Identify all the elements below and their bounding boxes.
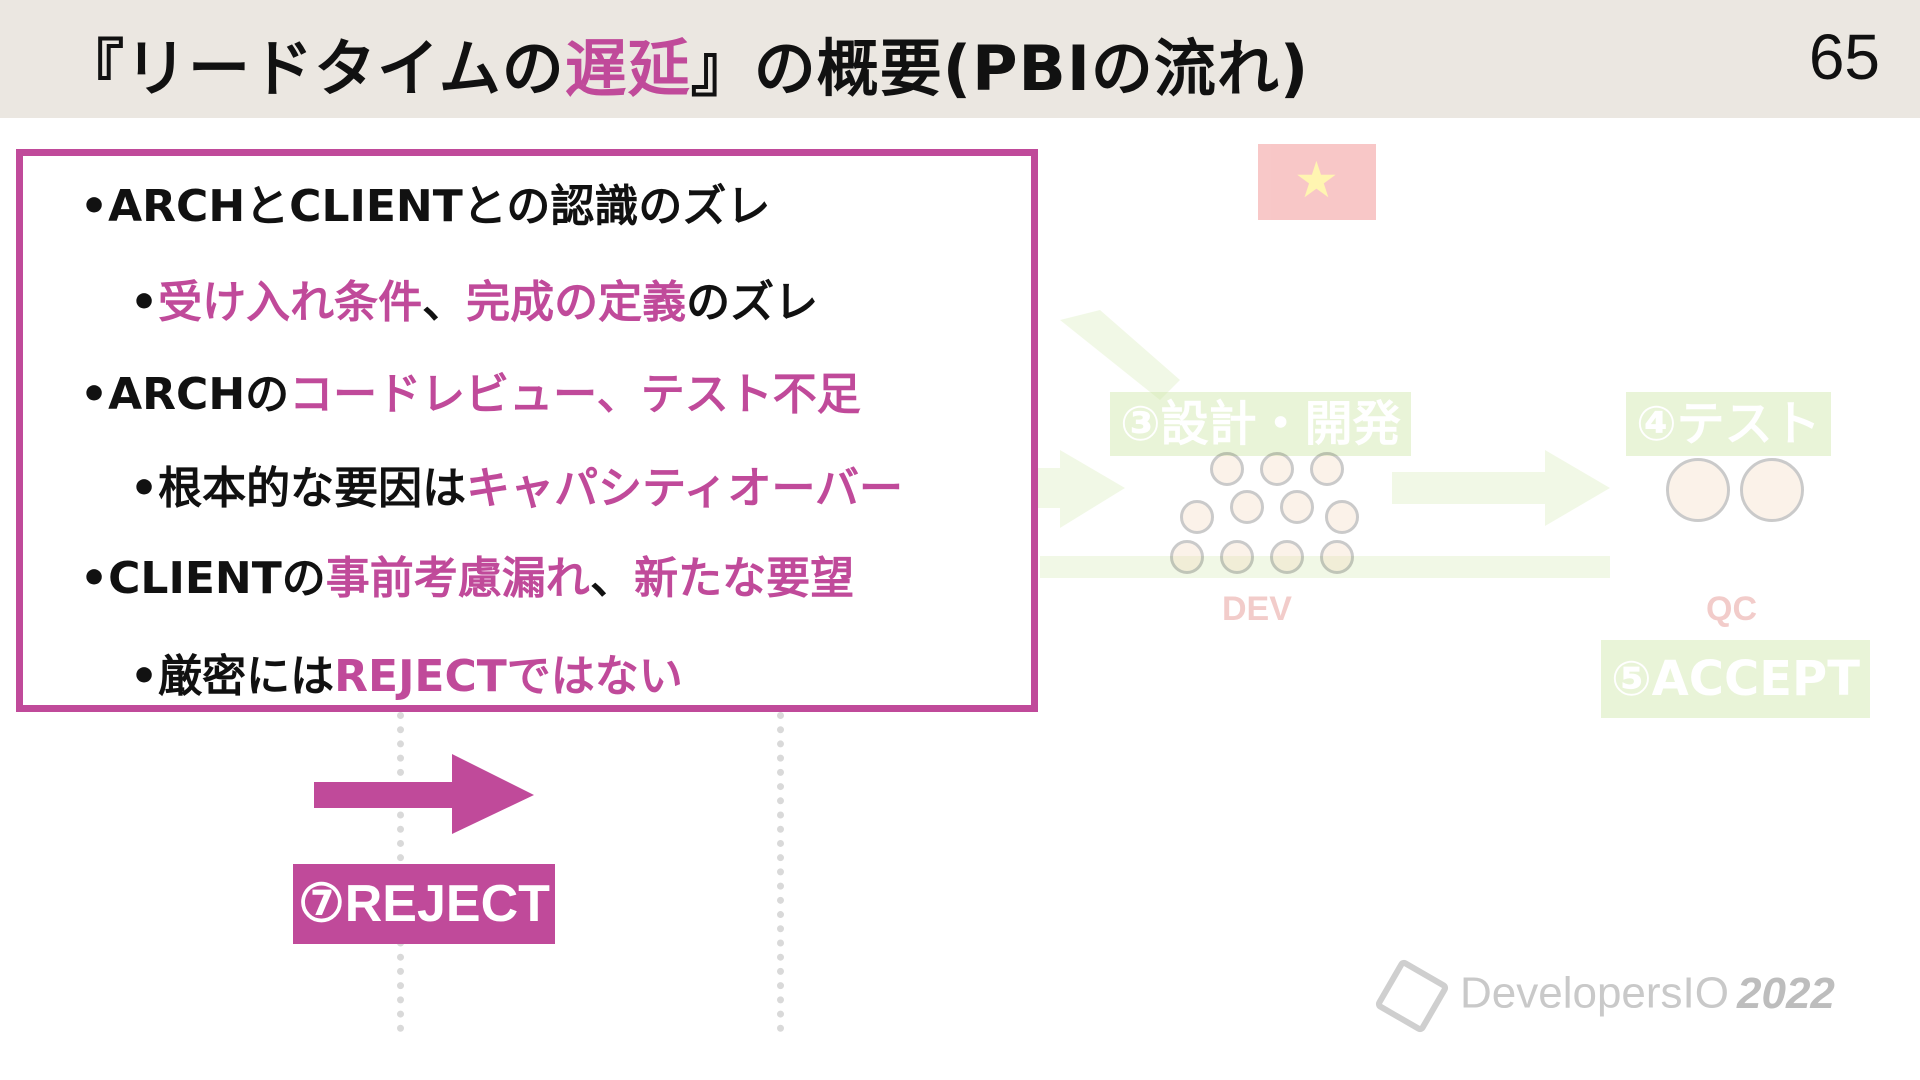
- separator: 、: [422, 277, 467, 328]
- issue-line-1: •ARCHとCLIENTとの認識のズレ: [80, 170, 770, 234]
- step4-label: ④テスト: [1626, 392, 1831, 456]
- dev-person: [1270, 540, 1304, 574]
- title-suffix: 』の概要(PBIの流れ): [690, 32, 1310, 105]
- issues-callout-box: [16, 149, 1038, 712]
- reject-arrow-head: [452, 754, 534, 834]
- highlight-text: 完成の定義: [466, 277, 687, 328]
- diagonal-arrow-shape: [1060, 310, 1180, 400]
- dev-person: [1325, 500, 1359, 534]
- qc-person: [1666, 458, 1730, 522]
- issue-line-3: •ARCHのコードレビュー、テスト不足: [80, 358, 861, 422]
- issue-line-5: •CLIENTの事前考慮漏れ、新たな要望: [80, 542, 854, 606]
- qc-person: [1740, 458, 1804, 522]
- dev-person: [1280, 490, 1314, 524]
- flag-icon: ★: [1258, 144, 1376, 220]
- issue-text: のズレ: [686, 277, 819, 328]
- highlight-text: REJECTではない: [334, 651, 683, 702]
- highlight-text: 新たな要望: [634, 553, 855, 604]
- title-prefix: 『リードタイムの: [62, 32, 565, 105]
- separator: 、: [590, 553, 635, 604]
- bullet: •: [80, 369, 109, 420]
- issue-line-6: •厳密にはREJECTではない: [130, 640, 683, 704]
- issue-line-2: •受け入れ条件、完成の定義のズレ: [130, 266, 818, 330]
- bullet: •: [130, 463, 159, 514]
- issue-text: CLIENTの: [108, 553, 326, 604]
- highlight-text: 受け入れ条件: [158, 277, 423, 328]
- dev-person: [1310, 452, 1344, 486]
- qc-team-illustration: [1658, 448, 1818, 578]
- dev-person: [1230, 490, 1264, 524]
- dev-person: [1210, 452, 1244, 486]
- bullet: •: [80, 181, 109, 232]
- hexagon-logo-icon: [1373, 957, 1451, 1035]
- logo-year: 2022: [1737, 968, 1835, 1018]
- dev-person: [1260, 452, 1294, 486]
- reject-arrow-body: [314, 782, 454, 808]
- bullet: •: [80, 553, 109, 604]
- dotted-divider-right: [777, 712, 784, 1032]
- issue-text: ARCHとCLIENTとの認識のズレ: [108, 181, 771, 232]
- step3-label: ③設計・開発: [1110, 392, 1411, 456]
- dev-person: [1220, 540, 1254, 574]
- issue-text: 厳密には: [158, 651, 335, 702]
- arrow-to-qc-body: [1392, 472, 1552, 504]
- dev-person: [1180, 500, 1214, 534]
- highlight-text: コードレビュー、テスト不足: [289, 369, 861, 420]
- highlight-text: キャパシティオーバー: [466, 463, 904, 514]
- step5-label: ⑤ACCEPT: [1601, 640, 1870, 718]
- dev-person: [1170, 540, 1204, 574]
- reject-arrow: [314, 754, 534, 834]
- slide-title: 『リードタイムの遅延』の概要(PBIの流れ): [62, 18, 1309, 108]
- issue-text: 根本的な要因は: [158, 463, 467, 514]
- bullet: •: [130, 651, 159, 702]
- star-icon: ★: [1294, 151, 1339, 209]
- page-number: 65: [1808, 21, 1880, 93]
- arrow-to-qc-head: [1545, 450, 1610, 526]
- reject-label: ⑦REJECT: [293, 864, 555, 944]
- header-bar: [0, 0, 1920, 118]
- arrow-head-left: [1060, 450, 1125, 528]
- issue-line-4: •根本的な要因はキャパシティオーバー: [130, 452, 903, 516]
- qc-label: QC: [1706, 590, 1757, 628]
- bullet: •: [130, 277, 159, 328]
- title-highlight: 遅延: [564, 32, 691, 105]
- issue-text: ARCHの: [108, 369, 290, 420]
- logo-brand: DevelopersIO: [1460, 968, 1730, 1018]
- dev-label: DEV: [1222, 590, 1292, 628]
- dev-person: [1320, 540, 1354, 574]
- highlight-text: 事前考慮漏れ: [325, 553, 591, 604]
- dev-team-illustration: [1160, 450, 1360, 580]
